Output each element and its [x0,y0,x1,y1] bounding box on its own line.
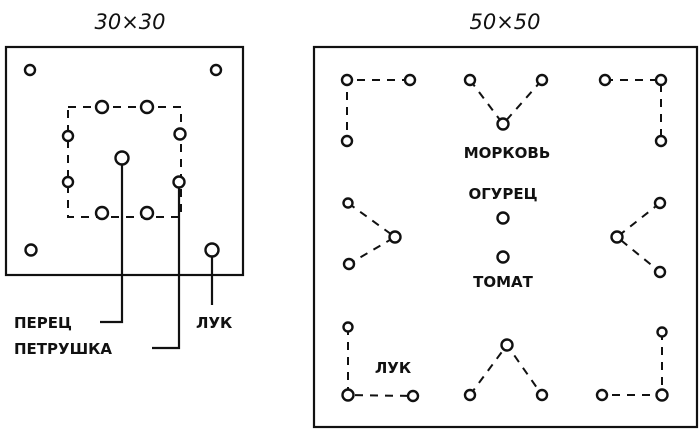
onion-plant [595,388,609,402]
carrot-plant [653,265,667,279]
label-pepper: ПЕРЕЦ [14,314,72,332]
onion-plant [341,388,355,402]
plot-border [312,45,699,429]
plan-30x30: 30×30 ПЕРЕЦ ПЕТРУШКА ЛУК [4,10,245,358]
onion-plant [403,73,417,87]
onion-plant [654,73,668,87]
plan-30x30-title: 30×30 [94,10,165,34]
pepper-leader-line [100,158,124,324]
carrot-row-top [469,79,543,126]
pepper-plant [114,150,130,166]
carrot-plant [388,230,402,244]
carrot-row-left [347,202,397,265]
label-parsley: ПЕТРУШКА [14,340,112,358]
onion-plant [340,73,354,87]
onion-plant [655,388,669,402]
parsley-plant [172,175,186,189]
onion-plant [24,243,38,257]
onion-plant [23,63,37,77]
parsley-leader-line [152,182,181,350]
carrot-plant [535,73,549,87]
onion-row-top-right [605,79,662,141]
plan-50x50-title: 50×50 [469,10,540,34]
onion-plant [406,389,420,403]
parsley-plant [139,205,155,221]
onion-plant [340,134,354,148]
plan-50x50: 50×50 [312,10,699,429]
parsley-dashed-row [67,106,182,218]
carrot-plant [653,196,667,210]
label-cucumber: ОГУРЕЦ [468,185,537,203]
parsley-plant [61,129,75,143]
carrot-row-right [615,202,661,273]
onion-row-bottom-right [602,332,663,396]
onion-row-top-left [346,79,410,141]
carrot-plant [342,197,354,209]
label-onion: ЛУК [375,359,412,377]
label-onion: ЛУК [196,314,233,332]
plot-border [4,45,245,277]
onion-plant [204,242,220,258]
carrot-row-bottom [469,343,543,396]
label-tomato: ТОМАТ [473,273,534,291]
onion-plant [342,321,354,333]
parsley-plant [61,175,75,189]
label-carrot: МОРКОВЬ [464,144,551,162]
parsley-plant [94,99,110,115]
carrot-plant [535,388,549,402]
carrot-plant [342,257,356,271]
onion-plant [656,326,668,338]
carrot-plant [463,73,477,87]
parsley-plant [94,205,110,221]
onion-plant [209,63,223,77]
carrot-plant [500,338,514,352]
carrot-plant [610,230,624,244]
plants [340,73,669,403]
carrot-plant [496,117,510,131]
cucumber-plant [496,211,510,225]
onion-plant [654,134,668,148]
parsley-plant [139,99,155,115]
carrot-plant [463,388,477,402]
onion-plant [598,73,612,87]
tomato-plant [496,250,510,264]
parsley-plant [173,127,187,141]
